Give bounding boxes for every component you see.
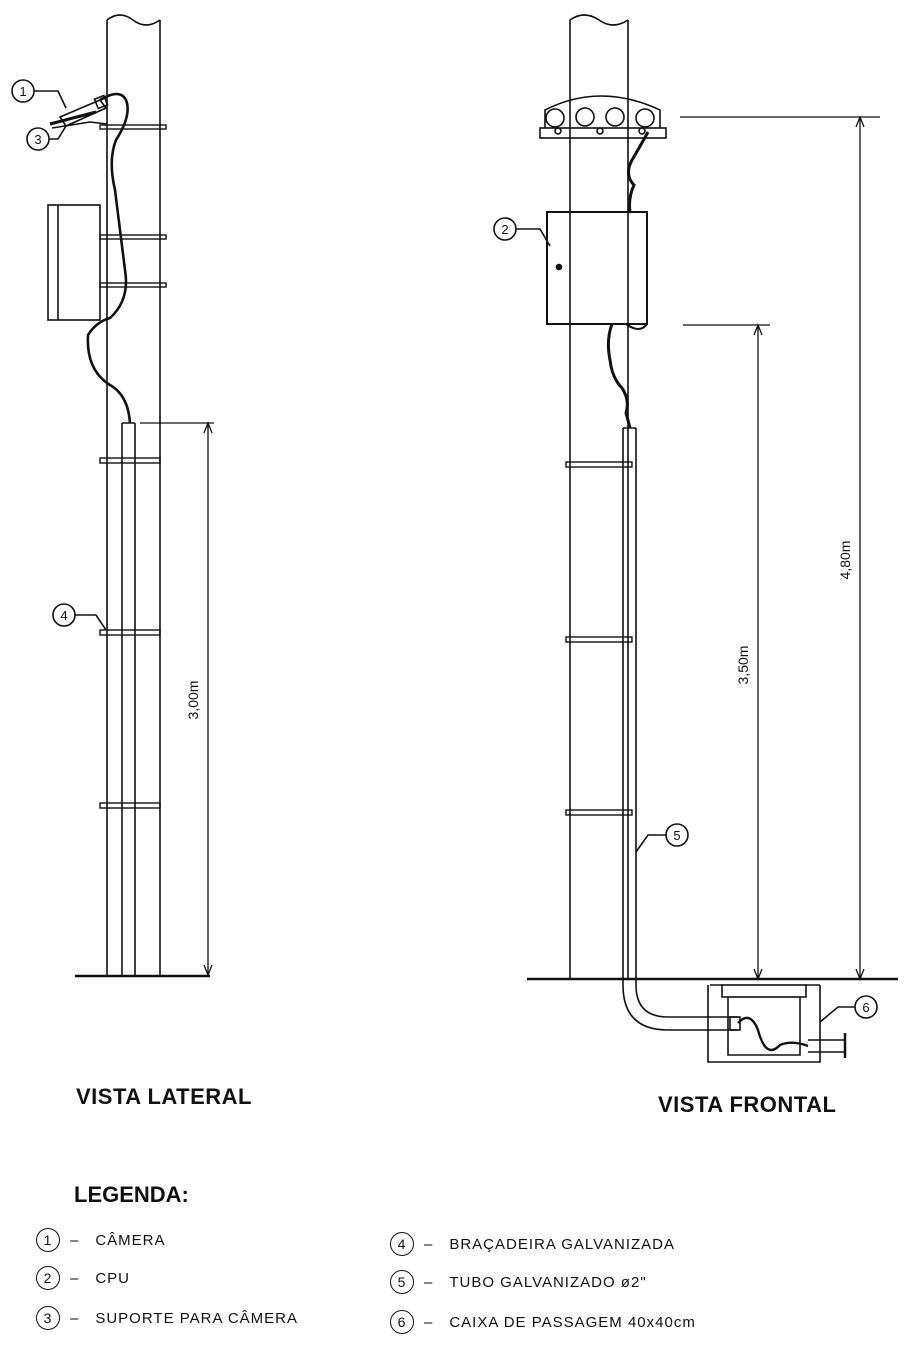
- legend-number: 5: [390, 1270, 414, 1294]
- callout-1-number: 1: [19, 84, 26, 99]
- legend-item-junction-box: 6 – CAIXA DE PASSAGEM 40x40cm: [390, 1310, 696, 1334]
- frontal-pole-top-break: [569, 14, 629, 26]
- lateral-cable: [86, 92, 132, 424]
- legend-item-tube: 5 – TUBO GALVANIZADO ø2": [390, 1270, 647, 1294]
- legend-label: TUBO GALVANIZADO ø2": [449, 1273, 647, 1291]
- legend-title: LEGENDA:: [74, 1182, 189, 1207]
- legend-label: CÂMERA: [95, 1231, 166, 1249]
- lateral-clamps: [99, 124, 167, 809]
- legend-item-cpu: 2 – CPU: [36, 1266, 130, 1290]
- legend-label: CAIXA DE PASSAGEM 40x40cm: [449, 1313, 696, 1331]
- frontal-dimension-box-label: 3,50m: [735, 646, 751, 685]
- frontal-view-title: VISTA FRONTAL: [658, 1092, 837, 1117]
- frontal-view: [493, 14, 898, 1063]
- callout-6-frontal: [819, 995, 878, 1023]
- legend-item-clamp: 4 – BRAÇADEIRA GALVANIZADA: [390, 1232, 675, 1256]
- callout-5-frontal: [635, 823, 689, 853]
- frontal-pole: [569, 20, 629, 978]
- lateral-pole: [106, 20, 161, 975]
- callout-2-number: 2: [501, 222, 508, 237]
- legend-item-camera: 1 – CÂMERA: [36, 1228, 166, 1252]
- legend-label: BRAÇADEIRA GALVANIZADA: [449, 1235, 676, 1253]
- callout-5-number: 5: [673, 828, 680, 843]
- callout-2-frontal: [493, 217, 551, 247]
- legend-label: CPU: [95, 1269, 131, 1287]
- frontal-cpu-box: [546, 211, 648, 325]
- lateral-dimension: [140, 421, 214, 977]
- frontal-dimension-box: [683, 323, 770, 981]
- legend-number: 4: [390, 1232, 414, 1256]
- callout-3-number: 3: [34, 132, 41, 147]
- legend-dash: –: [424, 1313, 434, 1331]
- frontal-box-cable: [737, 1016, 809, 1052]
- frontal-dimension-camera: [680, 115, 880, 981]
- legend-dash: –: [424, 1235, 434, 1253]
- frontal-tube: [622, 427, 738, 1031]
- callout-3-lateral: [26, 125, 67, 151]
- callout-4-lateral: [52, 603, 107, 631]
- legend-dash: –: [70, 1231, 80, 1249]
- callout-6-number: 6: [862, 1000, 869, 1015]
- legend-number: 6: [390, 1310, 414, 1334]
- lateral-pole-top-break: [106, 14, 161, 26]
- frontal-cable-upper: [627, 131, 650, 213]
- callout-1-lateral: [11, 79, 67, 109]
- legend-number: 2: [36, 1266, 60, 1290]
- legend-item-camera-support: 3 – SUPORTE PARA CÂMERA: [36, 1306, 298, 1330]
- legend-dash: –: [70, 1269, 80, 1287]
- legend-dash: –: [70, 1309, 80, 1327]
- lateral-view: [11, 14, 214, 978]
- frontal-dimension-camera-label: 4,80m: [837, 541, 853, 580]
- legend-dash: –: [424, 1273, 434, 1291]
- lateral-view-title: VISTA LATERAL: [76, 1084, 252, 1109]
- frontal-camera-bracket: [539, 95, 667, 139]
- lateral-cpu-box: [47, 204, 101, 321]
- lateral-dimension-label: 3,00m: [185, 681, 201, 720]
- callout-4-number: 4: [60, 608, 67, 623]
- frontal-clamps: [565, 461, 633, 816]
- legend-label: SUPORTE PARA CÂMERA: [95, 1309, 298, 1327]
- frontal-cable-lower: [606, 323, 632, 429]
- lateral-tube: [121, 422, 136, 975]
- legend-number: 3: [36, 1306, 60, 1330]
- lateral-camera: [49, 94, 109, 129]
- frontal-cable-loop: [625, 323, 648, 330]
- legend-number: 1: [36, 1228, 60, 1252]
- frontal-junction-box: [707, 984, 847, 1063]
